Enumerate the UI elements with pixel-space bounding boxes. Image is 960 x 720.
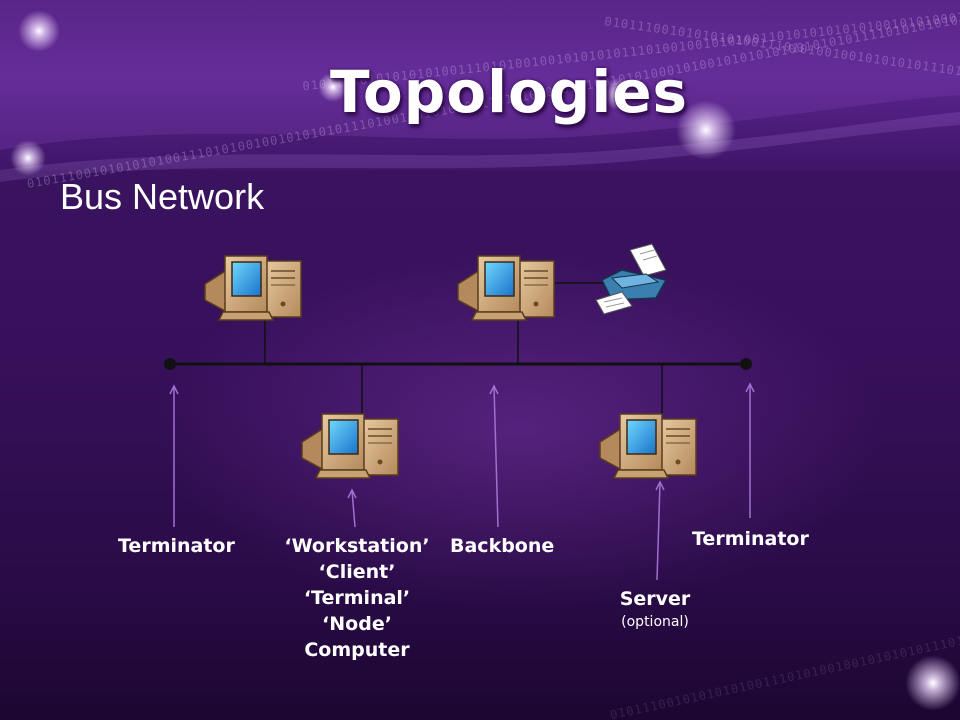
printer-icon [595,243,668,315]
sparkle-5 [10,140,46,176]
sparkle-6 [905,655,960,711]
slide-subtitle: Bus Network [60,176,265,217]
slide-title: Topologies [330,58,689,126]
workstation-label-line-2: ‘Client’ [318,561,396,583]
desktop-computer-icon [599,413,697,479]
workstation-label-line-3: ‘Terminal’ [303,587,411,609]
desktop-computer-icon [301,413,399,479]
workstation-label-line-4: ‘Node’ [322,613,392,635]
desktop-computer-icon [457,255,555,321]
arrow-server [656,481,661,581]
arrow-workstation [351,489,356,528]
sparkle-1 [18,10,60,52]
server-label: Server [619,588,691,610]
sparkle-3 [602,78,634,110]
sparkle-4 [676,100,736,160]
terminator-left-dot [164,358,176,370]
desktop-computer-icon [204,255,302,321]
title-banner [0,0,960,170]
workstation-label-line-5: Computer [304,639,410,661]
sparkle-2 [318,72,348,102]
terminator-right-dot [740,358,752,370]
arrow-backbone [493,385,499,528]
backbone-label: Backbone [450,535,555,557]
workstation-label-line-1: ‘Workstation’ [284,535,430,557]
terminator-left-label: Terminator [118,535,235,557]
workstation-label-group: ‘Workstation’ ‘Client’ ‘Terminal’ ‘Node’… [272,535,442,661]
terminator-right-label: Terminator [692,528,809,550]
server-label-group: Server (optional) [600,588,710,630]
server-note-label: (optional) [621,614,689,630]
